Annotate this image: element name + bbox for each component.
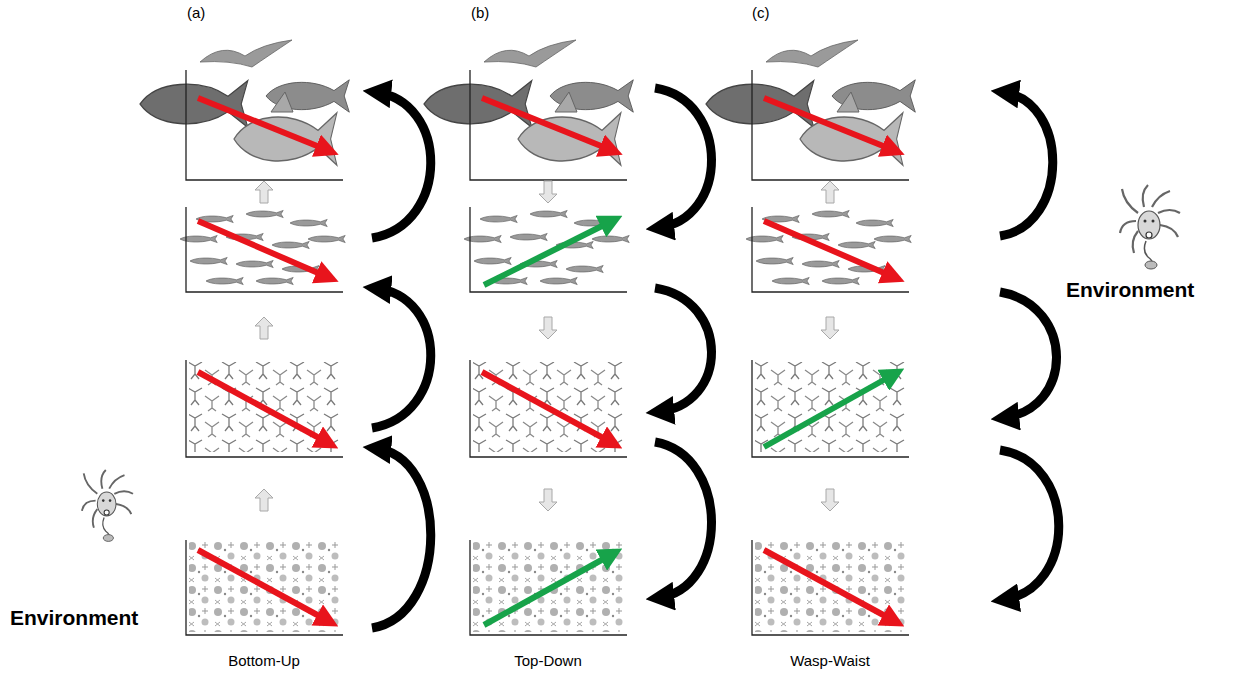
flow-arrow bbox=[539, 317, 557, 339]
environment-icon bbox=[1120, 185, 1180, 269]
flow-arrow bbox=[539, 181, 557, 203]
flow-arrow bbox=[255, 489, 273, 511]
flow-arrow bbox=[255, 181, 273, 203]
predator-panel bbox=[706, 40, 915, 180]
zooplankton-panel bbox=[186, 360, 343, 457]
effect-arrow bbox=[655, 288, 712, 412]
forage-fish-panel bbox=[180, 207, 345, 292]
effect-arrow bbox=[372, 448, 431, 628]
flow-arrow bbox=[255, 317, 273, 339]
effect-arrow bbox=[655, 88, 712, 228]
effect-arrow bbox=[372, 288, 431, 428]
flow-arrow bbox=[821, 317, 839, 339]
column-caption: Top-Down bbox=[514, 652, 582, 669]
top-down-column bbox=[424, 40, 712, 635]
panel-letter: (a) bbox=[187, 4, 205, 21]
zooplankton-panel bbox=[752, 360, 909, 457]
flow-arrow bbox=[539, 489, 557, 511]
predator-panel bbox=[140, 40, 349, 180]
phytoplankton-panel bbox=[752, 540, 909, 635]
environment-label: Environment bbox=[1066, 278, 1194, 302]
predator-panel bbox=[424, 40, 633, 180]
column-caption: Bottom-Up bbox=[228, 652, 300, 669]
column-caption: Wasp-Waist bbox=[790, 652, 870, 669]
environment-icon bbox=[82, 470, 133, 541]
effect-arrow bbox=[1000, 292, 1057, 418]
effect-arrow bbox=[1000, 92, 1053, 236]
panel-letter: (c) bbox=[752, 4, 770, 21]
effect-arrow bbox=[655, 442, 712, 598]
phytoplankton-panel bbox=[470, 540, 627, 635]
wasp-waist-column bbox=[706, 40, 1059, 635]
forage-fish-panel bbox=[746, 207, 911, 292]
bottom-up-column bbox=[140, 40, 431, 635]
forage-fish-panel bbox=[464, 207, 629, 292]
environment-label: Environment bbox=[10, 606, 138, 630]
flow-arrow bbox=[821, 489, 839, 511]
phytoplankton-panel bbox=[186, 540, 343, 635]
effect-arrow bbox=[372, 92, 431, 238]
zooplankton-panel bbox=[470, 360, 627, 457]
panel-letter: (b) bbox=[471, 4, 489, 21]
effect-arrow bbox=[1000, 450, 1059, 600]
flow-arrow bbox=[821, 181, 839, 203]
